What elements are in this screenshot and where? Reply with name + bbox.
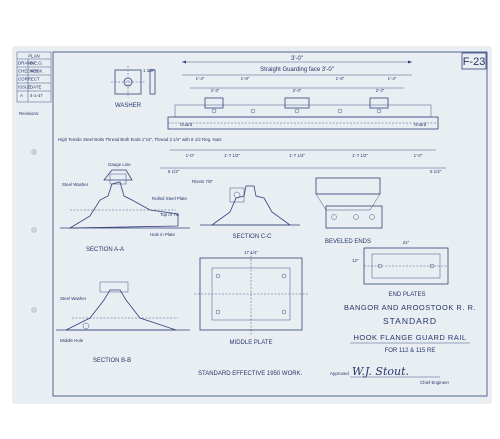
overall-dimension: 3'-0": [291, 56, 303, 62]
section-cc-label: SECTION C-C: [233, 234, 273, 240]
revision-header: PLAN: [28, 54, 39, 59]
end-plates-label: END PLATES: [389, 292, 426, 298]
guard-rail-plan-view: 3'-0" Straight Guarding face 3'-0" 1'-4"…: [160, 56, 446, 174]
washer-label: WASHER: [115, 103, 142, 109]
guard-label: Guard: [414, 122, 427, 127]
top-of-tie-note: Top of Tie: [160, 212, 180, 217]
sheet-number: F-23: [463, 56, 486, 68]
dimension-text: 1'-4": [388, 76, 397, 81]
approver-signature: W.J. Stout.: [352, 365, 409, 378]
bolts-note: High Tensile Steel Bolts Thread Both End…: [58, 137, 222, 142]
approver-role: Chief Engineer: [420, 380, 450, 385]
beveled-ends-view: BEVELED ENDS: [315, 177, 383, 245]
dimension-text: 12": [352, 258, 359, 263]
rivet-note: Rivets 7/8": [192, 179, 214, 184]
steel-washer-note: Steel Washer: [60, 296, 87, 301]
dimension-text: 1'-0": [186, 153, 195, 158]
revision-label: CHECKED: [18, 69, 39, 74]
middle-plate-view: 17 1/4" MIDDLE PLATE: [194, 250, 308, 346]
punch-hole-icon: [31, 149, 37, 155]
section-bb-view: Steel Washer Middle Hole SECTION B-B: [56, 281, 190, 364]
dimension-text: 1'-4": [196, 76, 205, 81]
revision-label: A: [20, 93, 23, 98]
guard-label: Guard: [180, 122, 193, 127]
revision-block: PLAN DRAWN B.E.G. CHECKED W.H.K. CORRECT…: [16, 51, 52, 116]
dimension-text: 2'-3": [293, 88, 302, 93]
drawing-border: [52, 51, 488, 397]
middle-plate-label: MIDDLE PLATE: [230, 340, 273, 346]
washer-dimension: 1 3/8": [143, 68, 155, 73]
beveled-ends-label: BEVELED ENDS: [325, 239, 371, 245]
dimension-text: 17 1/4": [244, 250, 258, 255]
punch-hole-icon: [31, 307, 37, 313]
revisions-label: Revisions:: [19, 111, 39, 116]
approved-label: Approved: [330, 371, 349, 376]
section-aa-view: High Tensile Steel Bolts Thread Both End…: [58, 137, 222, 253]
dimension-text: 2'-3": [376, 88, 385, 93]
dimension-text: 1'-8": [241, 76, 250, 81]
dimension-text: 1'-7 1/2": [289, 153, 306, 158]
standard-label: STANDARD: [383, 316, 437, 326]
section-aa-label: SECTION A-A: [86, 247, 124, 253]
gauge-line-note: Gauge Line: [108, 162, 131, 167]
dimension-text: 1'-8": [336, 76, 345, 81]
dimension-text: 5 1/2": [430, 169, 442, 174]
section-cc-view: Rivets 7/8" SECTION C-C: [192, 179, 300, 240]
dimension-text: 1'-0": [414, 153, 423, 158]
steel-washer-note: Steel Washer: [62, 182, 89, 187]
title-block: BANGOR AND AROOSTOOK R. R. STANDARD HOOK…: [198, 303, 476, 385]
revision-value: B.E.G.: [30, 61, 43, 66]
middle-hole-note: Middle Hole: [60, 338, 84, 343]
dimension-text: 2'-3": [211, 88, 220, 93]
section-bb-label: SECTION B-B: [93, 358, 131, 364]
revision-label: ISSUE: [18, 85, 31, 90]
dimension-text: 21": [403, 240, 410, 245]
revision-value: W.H.K.: [30, 69, 44, 74]
punch-hole-icon: [31, 227, 37, 233]
dimension-text: 1'-7 1/2": [352, 153, 369, 158]
rolled-plate-note: Rolled Steel Plate: [152, 196, 187, 201]
guarding-face-dimension: Straight Guarding face 3'-0": [260, 67, 334, 73]
dimension-text: 1'-7 1/2": [224, 153, 241, 158]
end-plates-view: 21" 12" END PLATES: [352, 240, 449, 298]
sheet-number-box: [461, 52, 487, 70]
dimension-text: 5 1/2": [168, 169, 180, 174]
revision-label: CORRECT: [18, 77, 40, 82]
revision-label: DRAWN: [18, 61, 34, 66]
revision-value: DATE: [30, 85, 41, 90]
hole-note: Hole in Plate: [150, 232, 175, 237]
revision-value: 4-1-47: [30, 93, 43, 98]
drawing-subtitle: FOR 112 & 115 RE: [385, 348, 436, 354]
washer-view: 1 3/8" WASHER: [111, 66, 156, 109]
drawing-title: HOOK FLANGE GUARD RAIL: [353, 333, 466, 342]
effective-note: STANDARD EFFECTIVE 1950 WORK.: [198, 371, 303, 377]
company-name: BANGOR AND AROOSTOOK R. R.: [344, 303, 476, 312]
